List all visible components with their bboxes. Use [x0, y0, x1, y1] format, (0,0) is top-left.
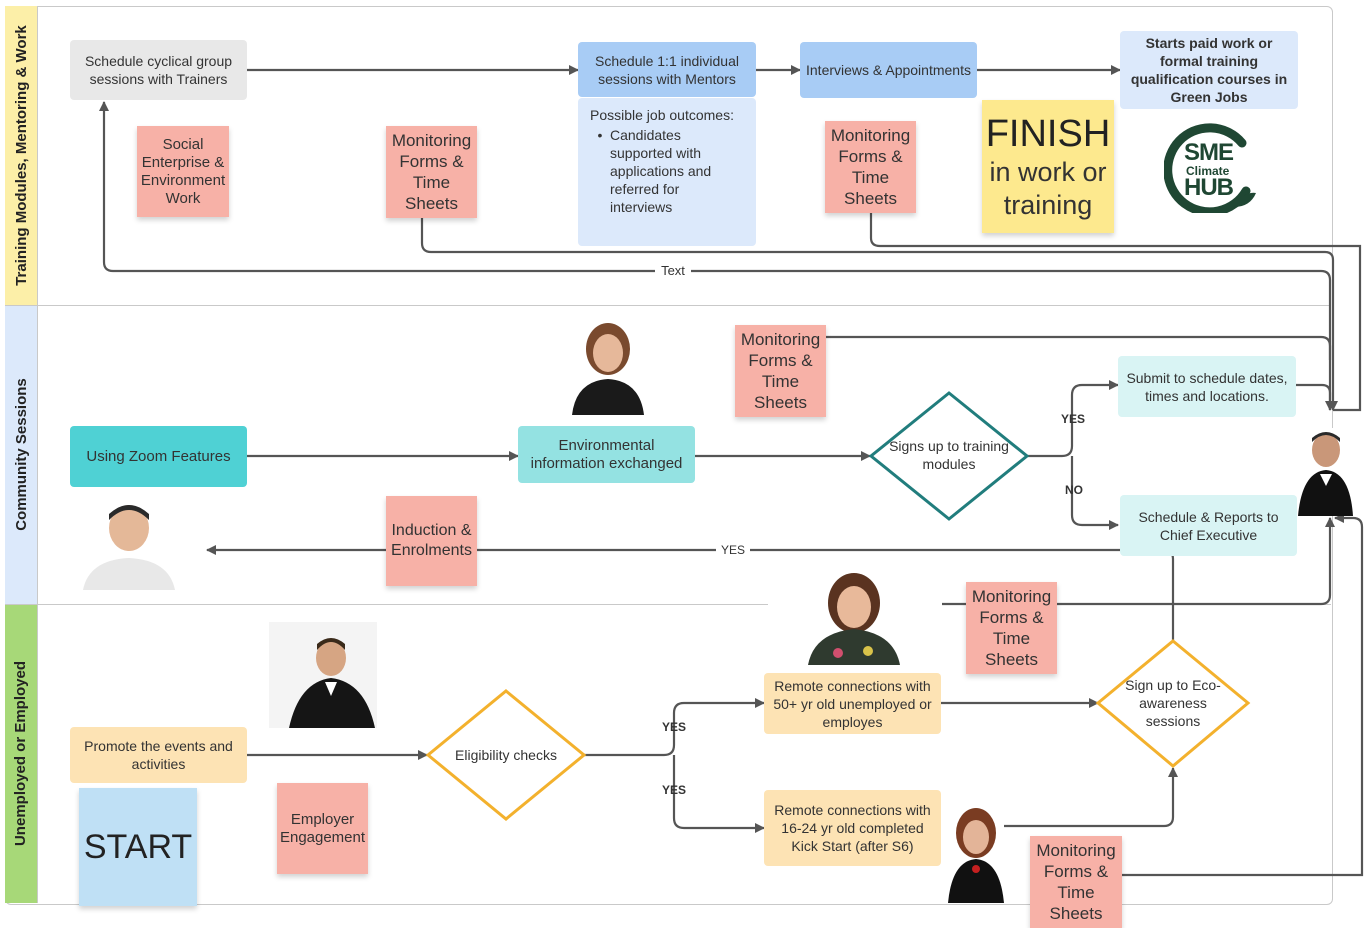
edge-remote16-to-eco [1004, 767, 1178, 828]
schedule-individual-node: Schedule 1:1 individual sessions with Me… [578, 42, 756, 97]
edge-label-text: Text [655, 262, 691, 280]
social-enterprise-sticky: Social Enterprise & Environment Work [137, 126, 229, 217]
starts-work-node: Starts paid work or formal training qual… [1120, 31, 1298, 109]
eligibility-label: Eligibility checks [455, 747, 557, 763]
start-sticky: START [79, 788, 197, 906]
edge-monitoring3 [826, 335, 1332, 360]
edge-monitoring1 [420, 218, 1338, 411]
monitoring-sticky: Monitoring Forms & Time Sheets [735, 325, 826, 417]
man-suit-portrait-photo [269, 622, 377, 728]
lane-separator [5, 305, 1331, 306]
edge-label-yes: YES [716, 541, 750, 559]
zoom-node: Using Zoom Features [70, 426, 247, 487]
remote-50-node: Remote connections with 50+ yr old unemp… [764, 673, 941, 734]
edge-signs-yes [1027, 380, 1119, 458]
edge-label-no: NO [1065, 483, 1083, 497]
edge-text-loop [99, 101, 1332, 410]
signs-up-label: Signs up to training modules [889, 438, 1009, 472]
edge-label-yes: YES [661, 720, 686, 734]
edge-label-yes: YES [661, 783, 686, 797]
finish-title: FINISH [985, 112, 1111, 155]
job-outcomes-box: Possible job outcomes: • Candidates supp… [578, 98, 756, 246]
finish-subtitle: in work or training [989, 156, 1107, 220]
logo-line2: Climate [1186, 164, 1230, 178]
outcomes-title: Possible job outcomes: [590, 107, 734, 123]
interviews-node: Interviews & Appointments [800, 42, 977, 98]
signs-up-diamond [868, 391, 1030, 521]
induction-sticky: Induction & Enrolments [386, 496, 477, 586]
woman-red-scarf-portrait-photo [948, 797, 1004, 903]
edge-submit-out [1296, 383, 1335, 411]
edge-eligibility-yes1 [584, 698, 765, 757]
monitoring-sticky: Monitoring Forms & Time Sheets [825, 121, 916, 213]
logo-line1: SME [1184, 139, 1234, 166]
lane-community: Community Sessions [5, 305, 38, 604]
schedule-reports-node: Schedule & Reports to Chief Executive [1120, 495, 1297, 556]
employer-sticky: Employer Engagement [277, 783, 368, 874]
submit-schedule-node: Submit to schedule dates, times and loca… [1118, 356, 1296, 417]
edge-monitoring2 [869, 213, 1362, 412]
lane-unemployed: Unemployed or Employed [5, 604, 38, 903]
edge-label-yes: YES [1060, 412, 1085, 426]
monitoring-sticky: Monitoring Forms & Time Sheets [1030, 836, 1122, 928]
promote-node: Promote the events and activities [70, 727, 247, 783]
older-woman-portrait-photo [768, 563, 942, 665]
man-tuxedo-portrait-photo [1298, 428, 1353, 516]
edge-monitoring5 [1122, 513, 1364, 877]
edge-monitoring4 [942, 517, 1335, 606]
bullet-icon: • [597, 127, 603, 143]
eligibility-diamond [425, 689, 587, 821]
lane-training: Training Modules, Mentoring & Work [5, 6, 38, 305]
woman-portrait-photo [568, 315, 648, 415]
sme-climate-hub-logo: SME Climate HUB [1164, 121, 1256, 213]
env-info-node: Environmental information exchanged [518, 426, 695, 483]
outcomes-bullet: Candidates supported with applications a… [610, 127, 712, 215]
lane-separator [5, 604, 1331, 605]
logo-line3: HUB [1184, 174, 1234, 201]
edge-eligibility-yes2 [672, 755, 765, 833]
eco-signup-label: Sign up to Eco-awareness sessions [1125, 677, 1221, 729]
edge-signs-no [1070, 456, 1119, 530]
schedule-group-node: Schedule cyclical group sessions with Tr… [70, 40, 247, 100]
young-man-portrait-photo [79, 500, 179, 590]
monitoring-sticky: Monitoring Forms & Time Sheets [386, 126, 477, 218]
remote-16-node: Remote connections with 16-24 yr old com… [764, 790, 941, 866]
eco-diamond [1095, 639, 1251, 768]
finish-sticky: FINISH in work or training [982, 100, 1114, 233]
monitoring-sticky: Monitoring Forms & Time Sheets [966, 582, 1057, 674]
